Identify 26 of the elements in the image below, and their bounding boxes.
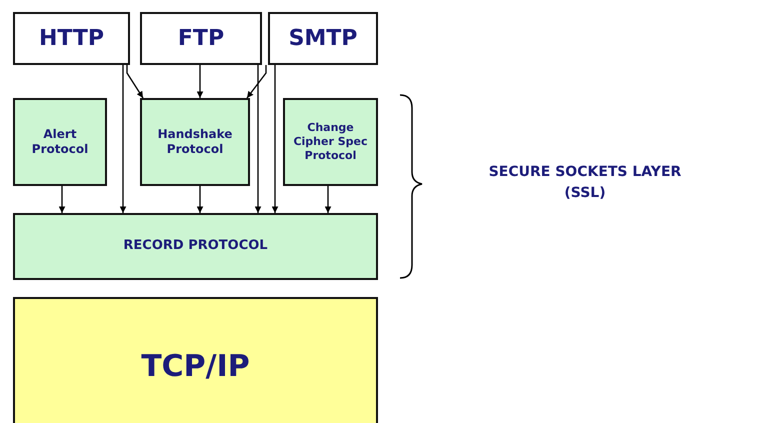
node-label: Change Cipher Spec Protocol bbox=[292, 121, 369, 163]
protocol-layer-box bbox=[13, 213, 378, 280]
node-label: HTTP bbox=[38, 24, 106, 52]
protocol-box bbox=[283, 98, 378, 186]
protocol-box bbox=[268, 12, 378, 65]
arrow bbox=[272, 65, 278, 213]
arrow bbox=[196, 65, 204, 98]
protocol-box bbox=[13, 98, 107, 186]
arrow bbox=[120, 65, 126, 213]
arrow bbox=[254, 65, 262, 213]
arrow bbox=[126, 65, 144, 98]
arrow bbox=[58, 186, 66, 213]
protocol-layer-box bbox=[13, 297, 378, 423]
arrow bbox=[324, 186, 332, 213]
layer-label: SECURE SOCKETS LAYER (SSL) bbox=[488, 163, 682, 203]
node-label: FTP bbox=[176, 24, 226, 52]
protocol-box bbox=[140, 12, 262, 65]
node-label: Handshake Protocol bbox=[156, 127, 234, 157]
node-label: TCP/IP bbox=[140, 348, 251, 386]
protocol-box bbox=[140, 98, 250, 186]
arrow bbox=[196, 186, 204, 213]
node-label: Alert Protocol bbox=[30, 127, 90, 157]
arrow bbox=[246, 65, 267, 98]
node-label: RECORD PROTOCOL bbox=[122, 238, 269, 255]
node-label: SMTP bbox=[288, 24, 358, 52]
protocol-box bbox=[13, 12, 130, 65]
